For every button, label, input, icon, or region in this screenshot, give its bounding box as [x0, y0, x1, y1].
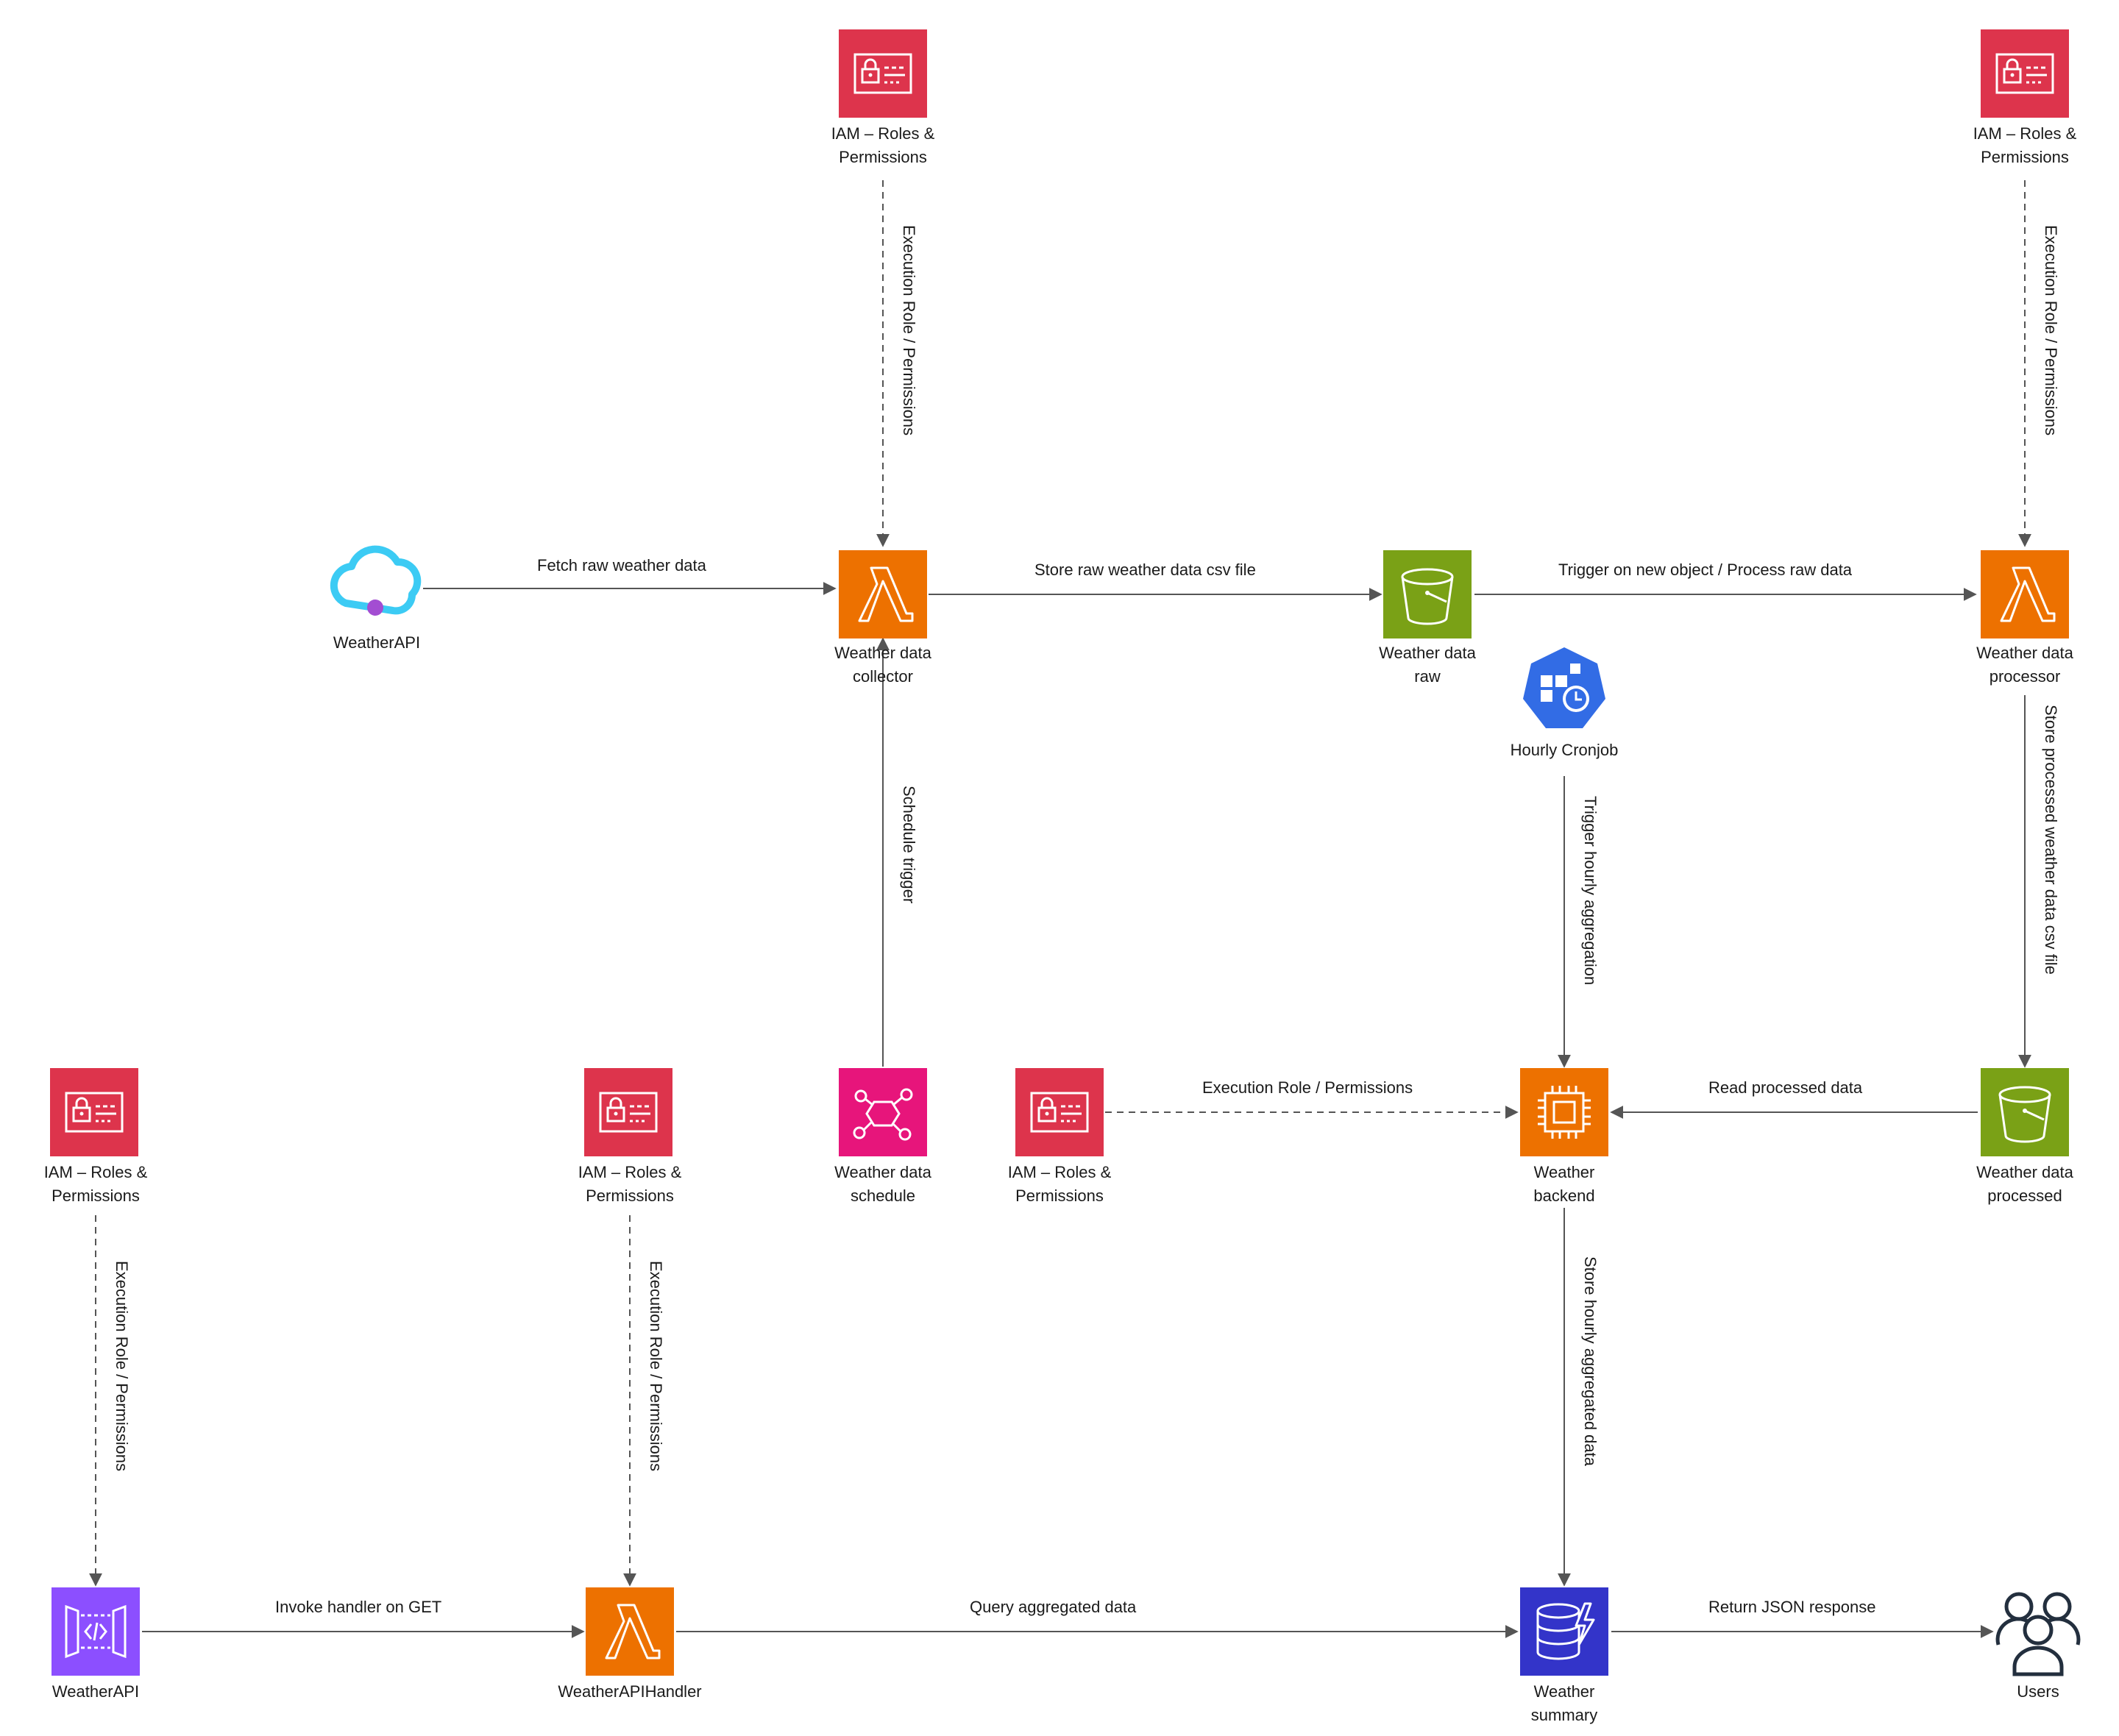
edge-label-store-processed: Store processed weather data csv file — [2042, 705, 2060, 975]
edges — [89, 180, 2031, 1638]
weatherapi-source-label: WeatherAPI — [333, 633, 421, 652]
iam-top-collector-label: IAM – Roles & Permissions — [831, 124, 935, 166]
raw-bucket-label: Weather data raw — [1379, 644, 1476, 686]
processed-bucket-label: Weather data processed — [1976, 1163, 2073, 1205]
edge-label-exec-backend: Execution Role / Permissions — [1199, 1078, 1416, 1098]
edge-label-schedule-trigger: Schedule trigger — [900, 786, 918, 904]
s3-raw-icon[interactable] — [1382, 549, 1473, 640]
users-label: Users — [2017, 1682, 2059, 1701]
edge-label-exec-gateway: Execution Role / Permissions — [113, 1261, 131, 1472]
edge-label-exec-handler: Execution Role / Permissions — [647, 1261, 665, 1472]
cronjob-label: Hourly Cronjob — [1510, 741, 1619, 759]
edge-label-invoke: Invoke handler on GET — [272, 1598, 445, 1617]
edge-label-exec-collector: Execution Role / Permissions — [900, 225, 918, 436]
edge-label-trigger-new: Trigger on new object / Process raw data — [1555, 561, 1856, 580]
lambda-handler-icon[interactable] — [584, 1586, 675, 1677]
ec2-backend-icon[interactable] — [1519, 1067, 1610, 1158]
lambda-processor-icon[interactable] — [1979, 549, 2070, 640]
summary-label: Weather summary — [1530, 1682, 1598, 1724]
api-gateway-label: WeatherAPI — [52, 1682, 140, 1701]
users-icon[interactable] — [1995, 1592, 2081, 1676]
iam-handler-label: IAM – Roles & Permissions — [578, 1163, 682, 1205]
iam-top-processor-icon[interactable] — [1979, 28, 2070, 119]
edge-label-fetch: Fetch raw weather data — [534, 556, 709, 575]
dynamodb-summary-icon[interactable] — [1519, 1586, 1610, 1677]
edge-label-return-json: Return JSON response — [1706, 1598, 1879, 1617]
edge-label-store-raw: Store raw weather data csv file — [1032, 561, 1259, 580]
edge-label-exec-processor: Execution Role / Permissions — [2042, 225, 2060, 436]
collector-label: Weather data collector — [834, 644, 931, 686]
iam-gateway-label: IAM – Roles & Permissions — [43, 1163, 148, 1205]
eventbridge-schedule-icon[interactable] — [837, 1067, 929, 1158]
s3-processed-icon[interactable] — [1979, 1067, 2070, 1158]
edge-label-store-hourly: Store hourly aggregated data — [1581, 1256, 1600, 1466]
schedule-label: Weather data schedule — [834, 1163, 931, 1205]
lambda-collector-icon[interactable] — [837, 549, 929, 640]
backend-label: Weather backend — [1533, 1163, 1595, 1205]
iam-gateway-icon[interactable] — [49, 1067, 140, 1158]
iam-backend-label: IAM – Roles & Permissions — [1007, 1163, 1112, 1205]
edge-label-trigger-hourly: Trigger hourly aggregation — [1581, 796, 1600, 986]
cronjob-icon[interactable] — [1523, 647, 1605, 728]
iam-backend-icon[interactable] — [1014, 1067, 1105, 1158]
processor-label: Weather data processor — [1976, 644, 2073, 686]
cloud-icon[interactable] — [330, 545, 422, 616]
iam-top-collector-icon[interactable] — [837, 28, 929, 119]
iam-handler-icon[interactable] — [583, 1067, 674, 1158]
edge-label-read-processed: Read processed data — [1706, 1078, 1866, 1098]
edge-label-query: Query aggregated data — [967, 1598, 1140, 1617]
handler-label: WeatherAPIHandler — [558, 1682, 702, 1701]
iam-top-processor-label: IAM – Roles & Permissions — [1973, 124, 2077, 166]
api-gateway-icon[interactable] — [50, 1586, 141, 1677]
